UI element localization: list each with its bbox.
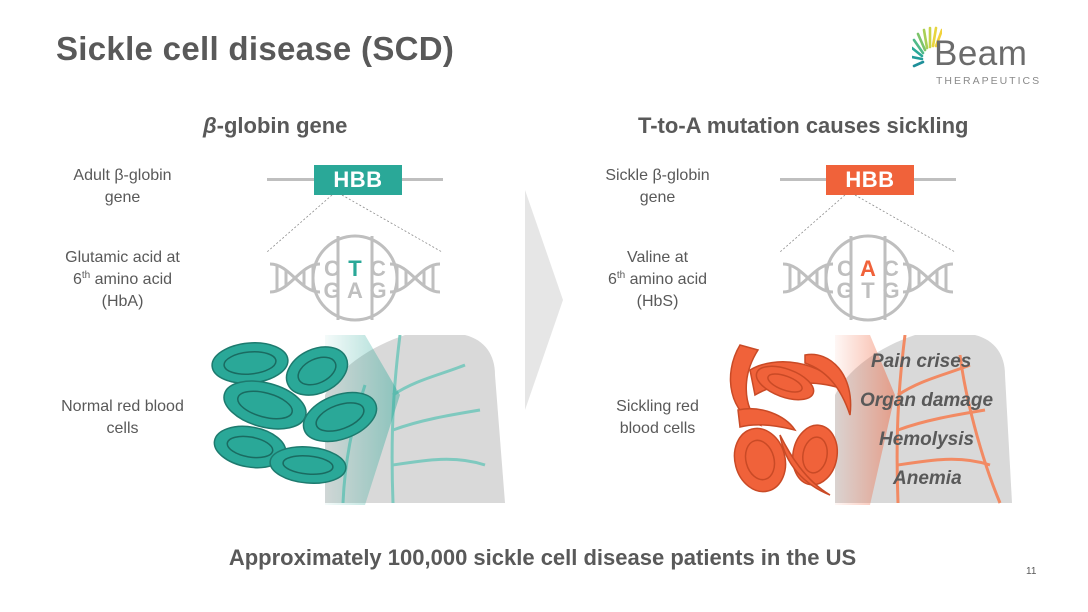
right-gene-label-line2: gene bbox=[639, 189, 676, 206]
left-codon-top-1: C bbox=[324, 256, 340, 281]
beta-symbol: β bbox=[203, 113, 217, 138]
left-cells-line2: cells bbox=[106, 420, 139, 437]
beam-logo: Beam THERAPEUTICS bbox=[912, 24, 1052, 88]
right-gene-label: Sickle β-globin gene bbox=[575, 165, 740, 209]
logo-tagline: THERAPEUTICS bbox=[936, 75, 1042, 87]
left-dna-codon-diagram: C T C G A G bbox=[266, 194, 443, 322]
right-amino-line3: (HbS) bbox=[636, 293, 679, 310]
sickle-cells-illustration bbox=[729, 335, 1012, 505]
left-amino-line1: Glutamic acid at bbox=[65, 249, 180, 266]
right-amino-label: Valine at 6th amino acid (HbS) bbox=[575, 247, 740, 313]
footer-statement: Approximately 100,000 sickle cell diseas… bbox=[228, 545, 857, 570]
zoom-cone-right bbox=[835, 335, 895, 505]
effect-organ-damage: Organ damage bbox=[860, 390, 994, 411]
left-amino-line3: (HbA) bbox=[101, 293, 144, 310]
right-codon-bottom-1: G bbox=[836, 278, 853, 303]
right-codon-top-2: A bbox=[860, 256, 876, 281]
left-cells-label: Normal red blood cells bbox=[40, 396, 205, 440]
right-cells-label: Sickling red blood cells bbox=[575, 396, 740, 440]
effect-anemia: Anemia bbox=[893, 468, 962, 489]
page-title: Sickle cell disease (SCD) bbox=[56, 30, 455, 67]
left-heading-text: -globin gene bbox=[216, 113, 348, 138]
right-heading: T-to-A mutation causes sickling bbox=[638, 113, 969, 138]
right-codon-top-3: C bbox=[883, 256, 899, 281]
right-amino-rest: amino acid bbox=[625, 271, 708, 288]
right-amino-num: 6 bbox=[607, 271, 617, 288]
left-codon-bottom-3: G bbox=[369, 278, 386, 303]
logo-wordmark: Beam bbox=[934, 34, 1028, 73]
right-dna-codon-diagram: C A C G T G bbox=[779, 194, 956, 322]
right-hbb-box: HBB bbox=[826, 165, 914, 195]
effect-hemolysis: Hemolysis bbox=[879, 429, 975, 450]
right-cells-line1: Sickling red bbox=[616, 398, 699, 415]
left-codon-top-2: T bbox=[348, 256, 362, 281]
right-amino-line2: 6th amino acid bbox=[575, 269, 740, 291]
right-codon-bottom-2: T bbox=[861, 278, 875, 303]
right-gene-label-line1: Sickle β-globin bbox=[605, 167, 710, 184]
right-codon-bottom-3: G bbox=[882, 278, 899, 303]
right-amino-sup: th bbox=[616, 270, 626, 281]
right-cells-line2: blood cells bbox=[619, 420, 696, 437]
right-amino-line1: Valine at bbox=[626, 249, 689, 266]
left-amino-label: Glutamic acid at 6th amino acid (HbA) bbox=[40, 247, 205, 313]
page-number: 11 bbox=[1026, 566, 1037, 577]
left-codon-bottom-2: A bbox=[347, 278, 363, 303]
left-gene-label-line1: Adult β-globin bbox=[73, 167, 172, 184]
left-amino-line2: 6th amino acid bbox=[40, 269, 205, 291]
effect-pain-crises: Pain crises bbox=[871, 351, 972, 372]
left-codon-top-3: C bbox=[370, 256, 386, 281]
left-amino-sup: th bbox=[81, 270, 91, 281]
left-codon-bottom-1: G bbox=[323, 278, 340, 303]
normal-cells-illustration bbox=[211, 335, 505, 505]
right-codon-top-1: C bbox=[837, 256, 853, 281]
left-heading: β-globin gene bbox=[203, 113, 347, 139]
sunburst-icon bbox=[912, 26, 942, 68]
left-cells-line1: Normal red blood bbox=[61, 398, 184, 415]
left-amino-num: 6 bbox=[72, 271, 82, 288]
left-gene-label: Adult β-globin gene bbox=[40, 165, 205, 209]
transition-arrow-icon bbox=[525, 190, 563, 410]
left-hbb-box: HBB bbox=[314, 165, 402, 195]
left-amino-rest: amino acid bbox=[90, 271, 173, 288]
left-gene-label-line2: gene bbox=[104, 189, 141, 206]
